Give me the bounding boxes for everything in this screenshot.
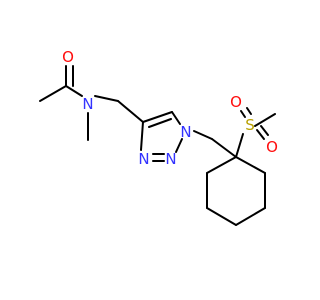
bond-methyl-carbonyl: [39, 85, 67, 102]
bond-n1-ch2: [193, 130, 213, 140]
atom-s-sulfonyl: S: [245, 116, 255, 134]
bond-s-o-right-2: [260, 125, 269, 136]
bond-n1-n2: [175, 138, 183, 153]
bond-s-o-upper: [240, 110, 246, 118]
bond-n-ch2: [94, 95, 119, 102]
atom-labels: O N N N N S O O: [62, 48, 278, 168]
bond-c4-c5: [142, 111, 173, 123]
bond-s-methyl: [254, 113, 276, 127]
atom-o-sulfonyl-right: O: [266, 138, 278, 156]
bond-cq-s: [235, 133, 244, 158]
bond-carbonyl-n: [65, 85, 83, 97]
molecule-structure-diagram: O N N N N S O O: [39, 48, 278, 226]
atom-n3-triazole: N: [138, 150, 149, 168]
atom-o-carbonyl: O: [62, 48, 74, 66]
bond-s-o-upper-2: [246, 107, 252, 115]
bond-n3-c4: [140, 121, 144, 151]
bond-ring-1: [235, 156, 266, 174]
atom-n2-triazole: N: [165, 150, 176, 168]
bonds: [39, 65, 276, 226]
bond-c5-n1: [171, 111, 181, 125]
bond-c4-c5-inner: [148, 118, 172, 128]
atom-n1-triazole: N: [180, 123, 191, 141]
bond-ring-3: [235, 207, 266, 226]
bond-ring-4: [206, 207, 237, 226]
bond-s-o-right: [256, 129, 265, 140]
bond-ch2-c4: [117, 100, 144, 123]
atom-o-sulfonyl-upper: O: [230, 93, 242, 111]
bond-ch2-cq: [211, 138, 237, 158]
bond-ring-6: [206, 156, 237, 174]
atom-n-amide: N: [82, 95, 93, 113]
